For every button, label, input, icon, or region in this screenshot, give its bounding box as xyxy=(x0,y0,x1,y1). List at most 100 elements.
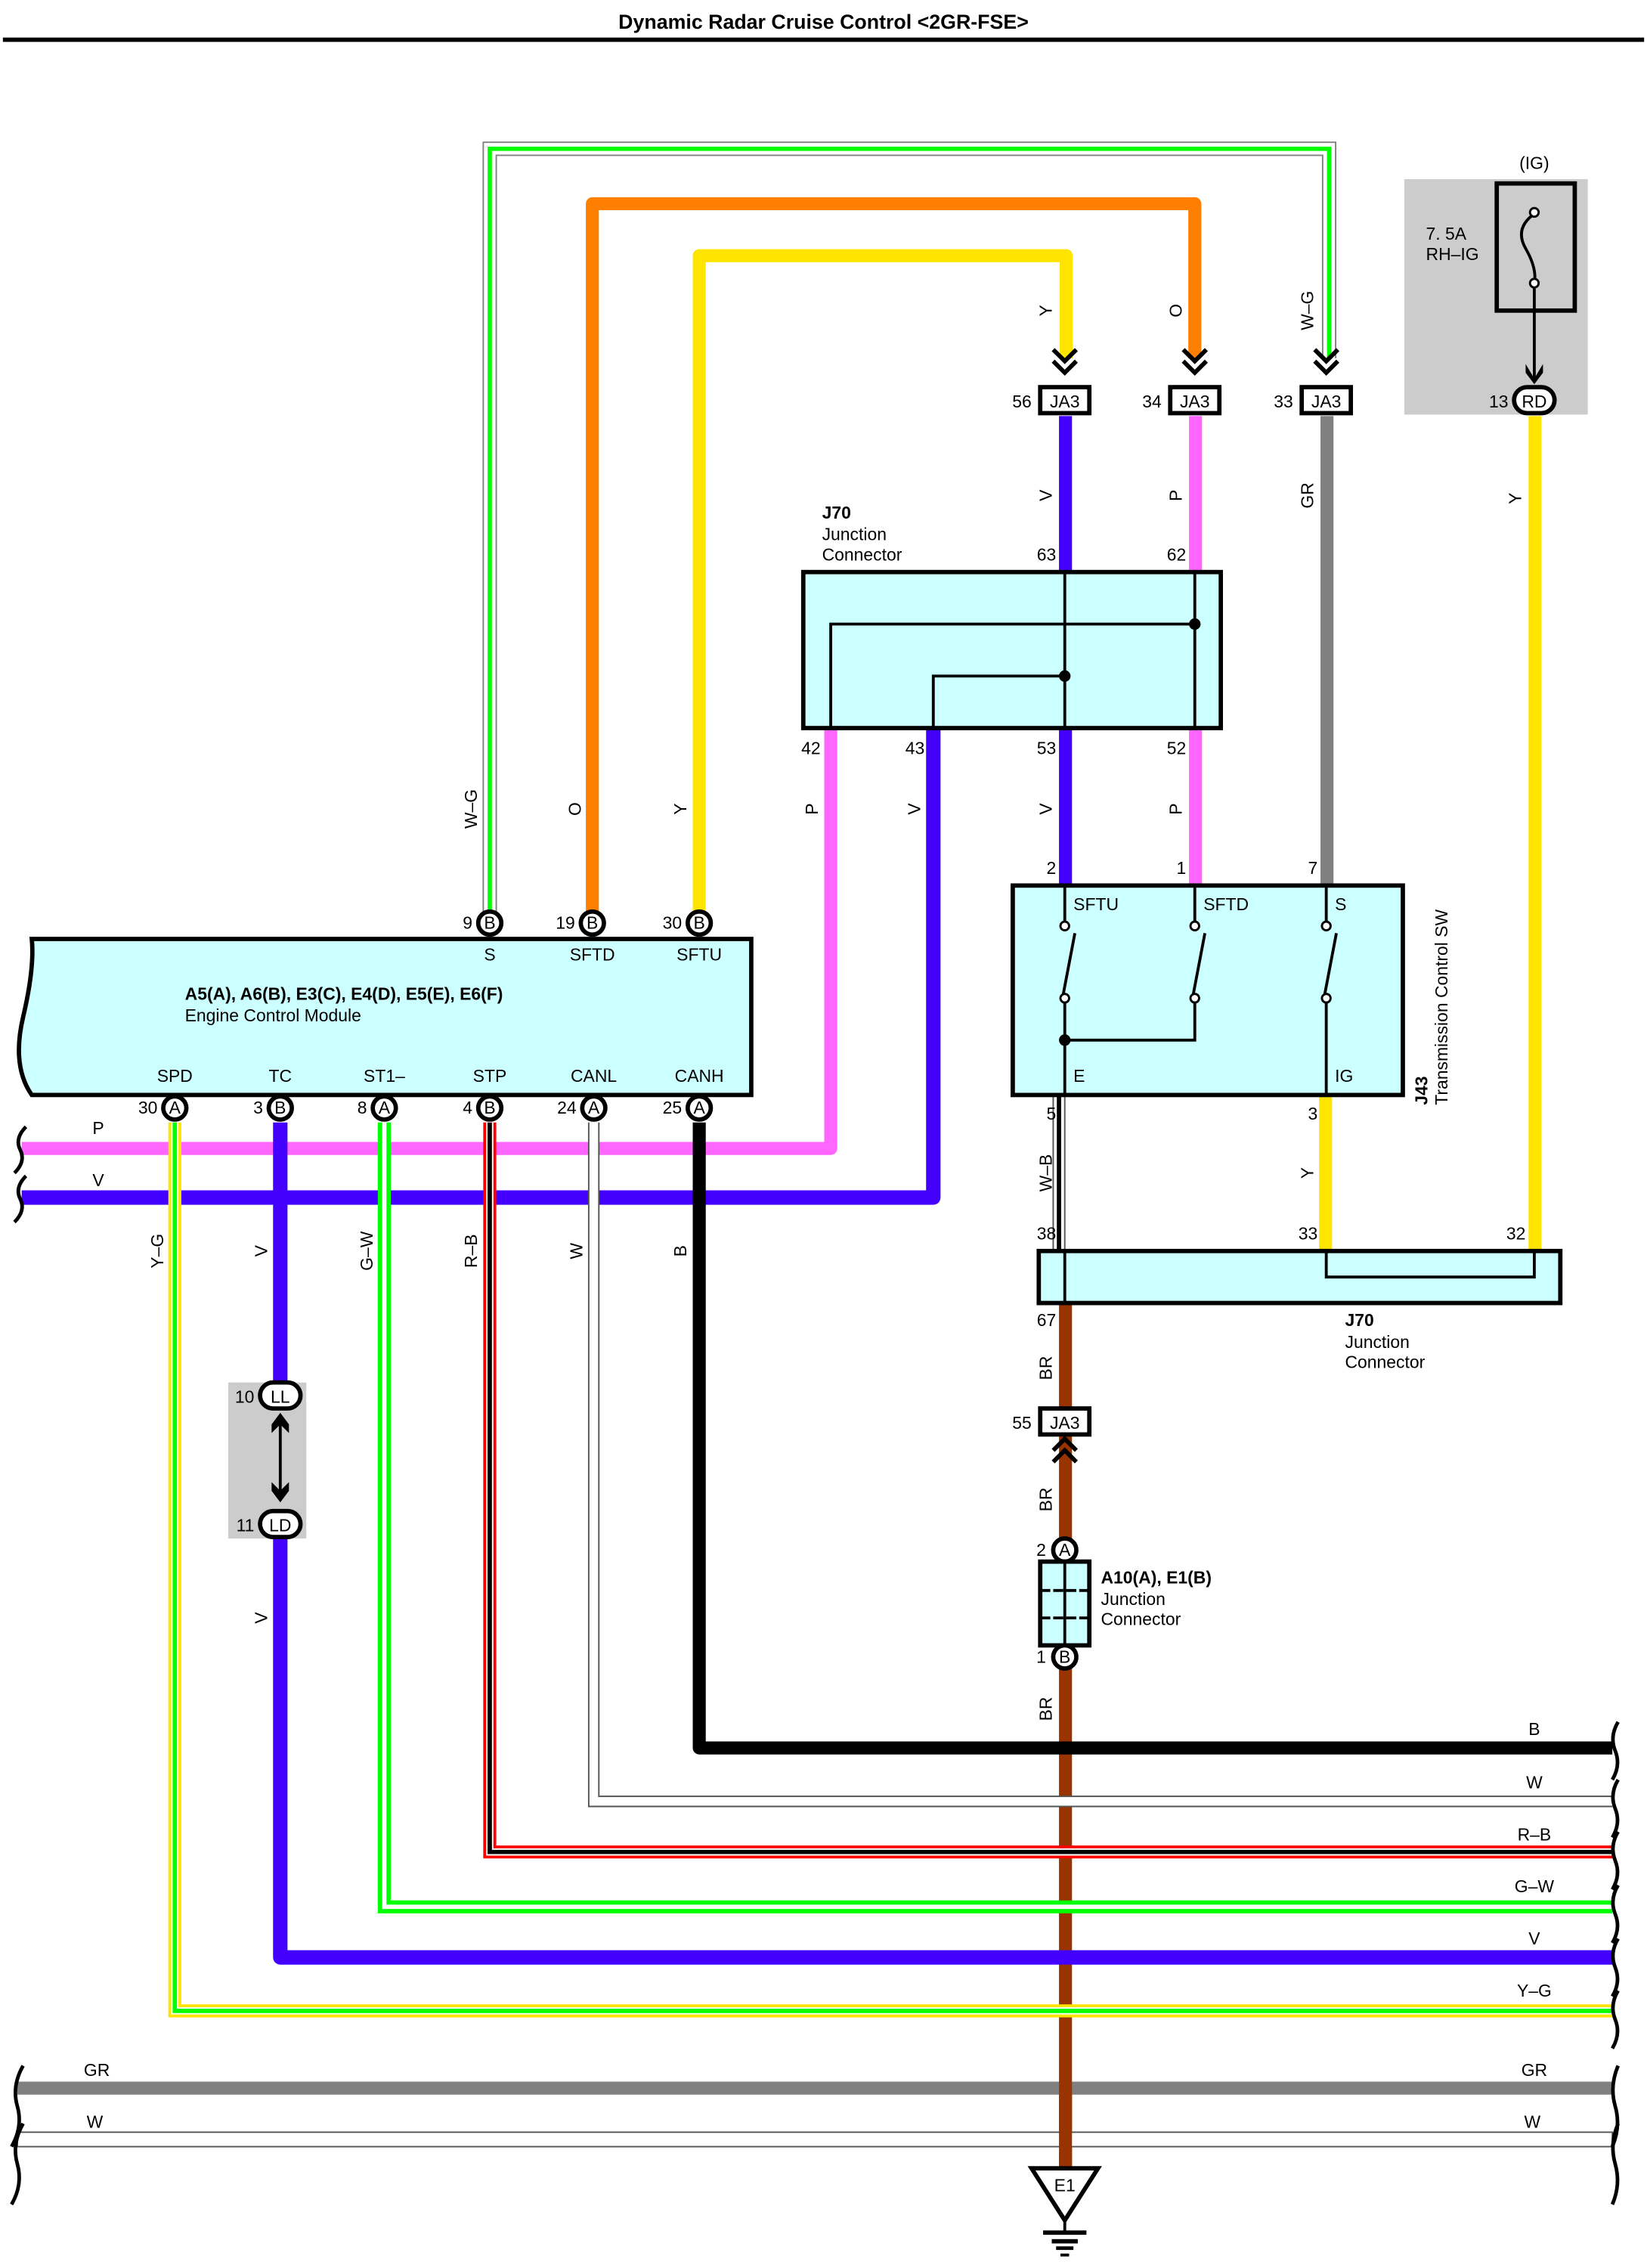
harness-break-right xyxy=(1610,1721,1620,2205)
wire-label: B xyxy=(670,1245,690,1256)
j70-pin: 62 xyxy=(1167,544,1187,564)
connector-rd-pin: 13 xyxy=(1489,392,1509,411)
wire-label: V xyxy=(1036,489,1055,501)
bus-label-w-left: W xyxy=(87,2112,104,2132)
arrow-down-icon xyxy=(1525,364,1543,385)
svg-text:3: 3 xyxy=(253,1098,263,1117)
chevron-down-icon xyxy=(1051,348,1079,376)
wire-label-fuse-y: Y xyxy=(1506,493,1525,504)
ecm-top-pin-s: B 9 S xyxy=(463,909,504,965)
j70-upper-id: J70 xyxy=(822,503,851,522)
svg-text:JA3: JA3 xyxy=(1050,1413,1080,1433)
j70-pin: 52 xyxy=(1167,738,1187,758)
wire-y-ecm-to-ja3 xyxy=(692,249,1073,913)
switch-icon xyxy=(1061,885,1338,1095)
svg-text:19: 19 xyxy=(556,913,575,933)
svg-text:SFTU: SFTU xyxy=(676,945,722,965)
connector-rd-label: RD xyxy=(1522,392,1546,411)
ecm-bottom-pin-st1: ST1– A 8 xyxy=(358,1066,405,1122)
connector-rd xyxy=(1512,385,1557,416)
svg-text:LD: LD xyxy=(269,1515,291,1535)
wire-p-j70-to-harness xyxy=(21,729,837,1155)
wire-label: Y xyxy=(670,803,690,814)
ja3-pin: 33 xyxy=(1274,392,1293,411)
wire-label: P xyxy=(802,803,822,814)
svg-text:STP: STP xyxy=(473,1066,507,1086)
svg-text:2: 2 xyxy=(1046,858,1056,878)
svg-text:Junction: Junction xyxy=(1101,1589,1165,1609)
svg-text:7: 7 xyxy=(1308,858,1317,878)
wire-g-w-st1 xyxy=(377,1122,1613,1913)
svg-text:CANL: CANL xyxy=(571,1066,617,1086)
svg-text:1: 1 xyxy=(1177,858,1187,878)
svg-text:30: 30 xyxy=(663,913,683,933)
wire-label: W–B xyxy=(1036,1154,1055,1192)
wire-y-g-spd xyxy=(168,1122,1613,2018)
svg-text:5: 5 xyxy=(1046,1104,1056,1123)
wire-b-canh xyxy=(692,1122,1613,1755)
harness-label-p: P xyxy=(92,1118,104,1138)
svg-text:A: A xyxy=(1059,1540,1071,1560)
fuse-name: RH–IG xyxy=(1426,244,1479,264)
wire-label: V xyxy=(252,1244,271,1256)
engine-control-module: A5(A), A6(B), E3(C), E4(D), E5(E), E6(F)… xyxy=(17,909,754,1122)
wire-label: V xyxy=(1036,803,1055,815)
ecm-top-pin-sftu: B 30 SFTU xyxy=(663,909,722,965)
chevron-down-icon xyxy=(1181,348,1209,376)
wire-label: BR xyxy=(1036,1356,1055,1380)
svg-text:Connector: Connector xyxy=(1101,1610,1181,1629)
svg-text:B: B xyxy=(693,913,704,933)
wire-label: V xyxy=(252,1612,271,1624)
j70-pin: 43 xyxy=(906,738,925,758)
svg-text:B: B xyxy=(274,1098,286,1117)
wire-label: G–W xyxy=(357,1231,376,1271)
j43-name: Transmission Control SW xyxy=(1432,909,1451,1105)
wire-label: O xyxy=(565,802,584,816)
bus-gr xyxy=(17,2081,1613,2095)
fuse-rating: 7. 5A xyxy=(1426,224,1467,243)
ground-e1: E1 xyxy=(1027,2166,1102,2257)
svg-text:A: A xyxy=(693,1098,705,1117)
ecm-connectors: A5(A), A6(B), E3(C), E4(D), E5(E), E6(F) xyxy=(185,984,503,1003)
svg-text:B: B xyxy=(1059,1647,1070,1666)
wire-v-j70-to-j43 xyxy=(1059,729,1073,886)
svg-text:A: A xyxy=(379,1098,391,1117)
j70-lower-connector: 38 33 32 67 J70 Junction Connector xyxy=(1036,1223,1563,1372)
svg-text:B: B xyxy=(484,1098,495,1117)
bus-label-w-right: W xyxy=(1525,2112,1541,2132)
j70-upper-name2: Connector xyxy=(822,544,902,564)
bus-label-gr-right: GR xyxy=(1522,2060,1547,2080)
svg-text:A10(A), E1(B): A10(A), E1(B) xyxy=(1101,1567,1211,1587)
title-rule xyxy=(2,37,1645,42)
wire-v-ja3-to-j70 xyxy=(1059,416,1073,572)
chevron-down-icon xyxy=(1313,348,1339,376)
arrow-up-icon xyxy=(271,1412,289,1433)
ground-label: E1 xyxy=(1054,2176,1076,2195)
harness-label: V xyxy=(1528,1929,1540,1948)
ja3-connector-33: JA3 33 W–G GR xyxy=(1274,291,1354,509)
ground-icon xyxy=(1043,2230,1087,2257)
ja3-pin: 56 xyxy=(1012,392,1032,411)
ecm-top-pin-sftd: B 19 SFTD xyxy=(556,909,615,965)
svg-text:24: 24 xyxy=(557,1098,577,1117)
wire-label: R–B xyxy=(461,1234,481,1268)
j70-upper-connector: J70 Junction Connector 63 62 42 43 53 52 xyxy=(800,503,1224,758)
svg-text:25: 25 xyxy=(663,1098,683,1117)
bus-label-gr-left: GR xyxy=(84,2060,110,2080)
j70-pin: 42 xyxy=(801,738,821,758)
svg-text:32: 32 xyxy=(1506,1223,1526,1243)
j43-transmission-control-switch: 2 1 7 SFTU SFTD S E IG 5 3 J43 Transmiss… xyxy=(1011,858,1451,1123)
bus-w xyxy=(16,2131,1614,2148)
svg-text:A: A xyxy=(169,1098,181,1117)
wire-label: BR xyxy=(1036,1697,1055,1721)
wire-y-j43-to-j70 xyxy=(1319,1095,1333,1251)
harness-label-v: V xyxy=(92,1170,104,1190)
svg-text:SFTD: SFTD xyxy=(570,945,615,965)
wire-label: P xyxy=(1166,803,1186,814)
ja3-label: JA3 xyxy=(1050,392,1080,411)
svg-text:4: 4 xyxy=(463,1098,472,1117)
svg-text:3: 3 xyxy=(1308,1104,1317,1123)
wire-label: BR xyxy=(1036,1488,1055,1512)
svg-text:A: A xyxy=(588,1098,600,1117)
wire-v-j70-to-harness xyxy=(21,729,941,1205)
